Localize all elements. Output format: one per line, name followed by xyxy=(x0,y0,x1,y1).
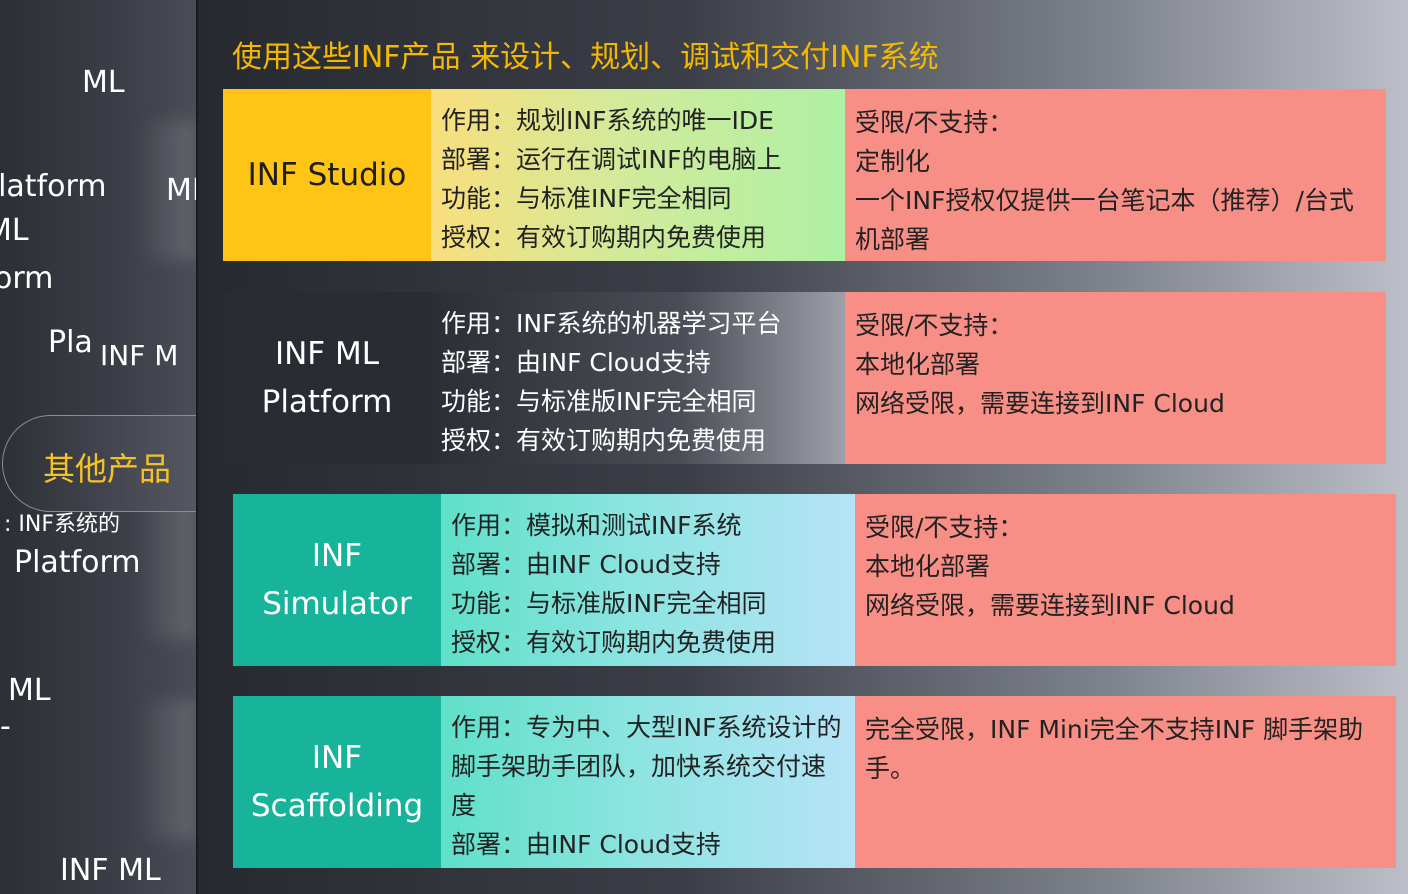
product-description: 作用：规划INF系统的唯一IDE 部署：运行在调试INF的电脑上 功能：与标准I… xyxy=(431,89,845,261)
desc-line: 功能：与标准INF完全相同 xyxy=(441,184,732,213)
desc-line: 作用：规划INF系统的唯一IDE xyxy=(441,106,774,135)
desc-line: 作用：模拟和测试INF系统 xyxy=(451,511,742,540)
divider xyxy=(196,0,198,894)
sidebar-ghost-text: INF ML xyxy=(60,853,161,888)
desc-line: 作用：专为中、大型INF系统设计的脚手架助手团队，加快系统交付速度 xyxy=(451,713,842,820)
desc-line: 部署：运行在调试INF的电脑上 xyxy=(441,145,782,174)
page-title: 使用这些INF产品 来设计、规划、调试和交付INF系统 xyxy=(232,40,939,75)
product-description: 作用：INF系统的机器学习平台 部署：由INF Cloud支持 功能：与标准版I… xyxy=(431,292,845,464)
sidebar-ghost-text: - xyxy=(0,709,11,744)
product-name-line: Scaffolding xyxy=(250,788,424,824)
product-name-line: Platform xyxy=(261,384,393,420)
product-row-scaffolding: INF Scaffolding 作用：专为中、大型INF系统设计的脚手架助手团队… xyxy=(233,696,1396,868)
sidebar-item-label: 其他产品 xyxy=(43,450,172,488)
sidebar-ghost-text: Pla xyxy=(48,325,93,360)
sidebar-ghost-text: ML xyxy=(8,673,51,708)
desc-line: 部署：由INF Cloud支持 xyxy=(441,348,711,377)
sidebar-ghost-text: Platform xyxy=(14,545,141,580)
desc-line: 部署：由INF Cloud支持 xyxy=(451,550,721,579)
desc-line: 作用：INF系统的机器学习平台 xyxy=(441,309,782,338)
limit-line: 一个INF授权仅提供一台笔记本（推荐）/台式机部署 xyxy=(855,186,1354,254)
limit-line: 受限/不支持： xyxy=(855,311,1014,340)
sidebar-ghost-text: orm xyxy=(0,261,54,296)
desc-line: 功能：与标准版INF完全相同 xyxy=(451,589,767,618)
product-name-line: INF xyxy=(311,538,363,574)
sidebar-ghost-text: ML xyxy=(0,213,29,248)
sidebar-ghost-text: INF M xyxy=(100,339,179,372)
desc-line: 授权：有效订购期内免费使用 xyxy=(441,223,767,252)
sidebar-ghost-text: Platform xyxy=(0,169,107,204)
limit-line: 受限/不支持： xyxy=(855,108,1014,137)
sidebar: ML Platform MI ML orm Pla INF M 其他产品 : I… xyxy=(0,0,196,894)
product-name: INF Scaffolding xyxy=(233,696,441,868)
product-limitations: 受限/不支持： 本地化部署 网络受限，需要连接到INF Cloud xyxy=(855,494,1396,666)
desc-line: 授权：有效订购期内免费使用 xyxy=(441,426,767,455)
sidebar-item-other-products[interactable]: 其他产品 xyxy=(2,415,196,512)
product-name-line: Simulator xyxy=(262,586,412,622)
product-name: INF Simulator xyxy=(233,494,441,666)
product-row-studio: INF Studio 作用：规划INF系统的唯一IDE 部署：运行在调试INF的… xyxy=(223,89,1386,261)
limit-line: 定制化 xyxy=(855,147,931,176)
product-row-simulator: INF Simulator 作用：模拟和测试INF系统 部署：由INF Clou… xyxy=(233,494,1396,666)
limit-line: 本地化部署 xyxy=(865,552,991,581)
sidebar-ghost-text: MI xyxy=(166,173,196,208)
desc-line: 功能：与标准版INF完全相同 xyxy=(441,387,757,416)
limit-line: 受限/不支持： xyxy=(865,513,1024,542)
product-name: INF ML Platform xyxy=(223,292,431,464)
limit-line: 完全受限，INF Mini完全不支持INF 脚手架助手。 xyxy=(865,715,1364,783)
product-limitations: 完全受限，INF Mini完全不支持INF 脚手架助手。 xyxy=(855,696,1396,868)
product-description: 作用：模拟和测试INF系统 部署：由INF Cloud支持 功能：与标准版INF… xyxy=(441,494,855,666)
limit-line: 本地化部署 xyxy=(855,350,981,379)
product-limitations: 受限/不支持： 本地化部署 网络受限，需要连接到INF Cloud xyxy=(845,292,1386,464)
product-row-ml-platform: INF ML Platform 作用：INF系统的机器学习平台 部署：由INF … xyxy=(223,292,1386,464)
product-name-line: INF xyxy=(311,740,363,776)
limit-line: 网络受限，需要连接到INF Cloud xyxy=(855,389,1225,418)
product-name-line: INF Studio xyxy=(247,157,407,193)
product-name: INF Studio xyxy=(223,89,431,261)
sidebar-ghost-text: : INF系统的 xyxy=(4,512,121,537)
sidebar-ghost-text: ML xyxy=(82,65,125,100)
product-description: 作用：专为中、大型INF系统设计的脚手架助手团队，加快系统交付速度 部署：由IN… xyxy=(441,696,855,868)
desc-line: 部署：由INF Cloud支持 xyxy=(451,830,721,859)
product-name-line: INF ML xyxy=(274,336,380,372)
desc-line: 授权：有效订购期内免费使用 xyxy=(451,628,777,657)
product-limitations: 受限/不支持： 定制化 一个INF授权仅提供一台笔记本（推荐）/台式机部署 xyxy=(845,89,1386,261)
limit-line: 网络受限，需要连接到INF Cloud xyxy=(865,591,1235,620)
